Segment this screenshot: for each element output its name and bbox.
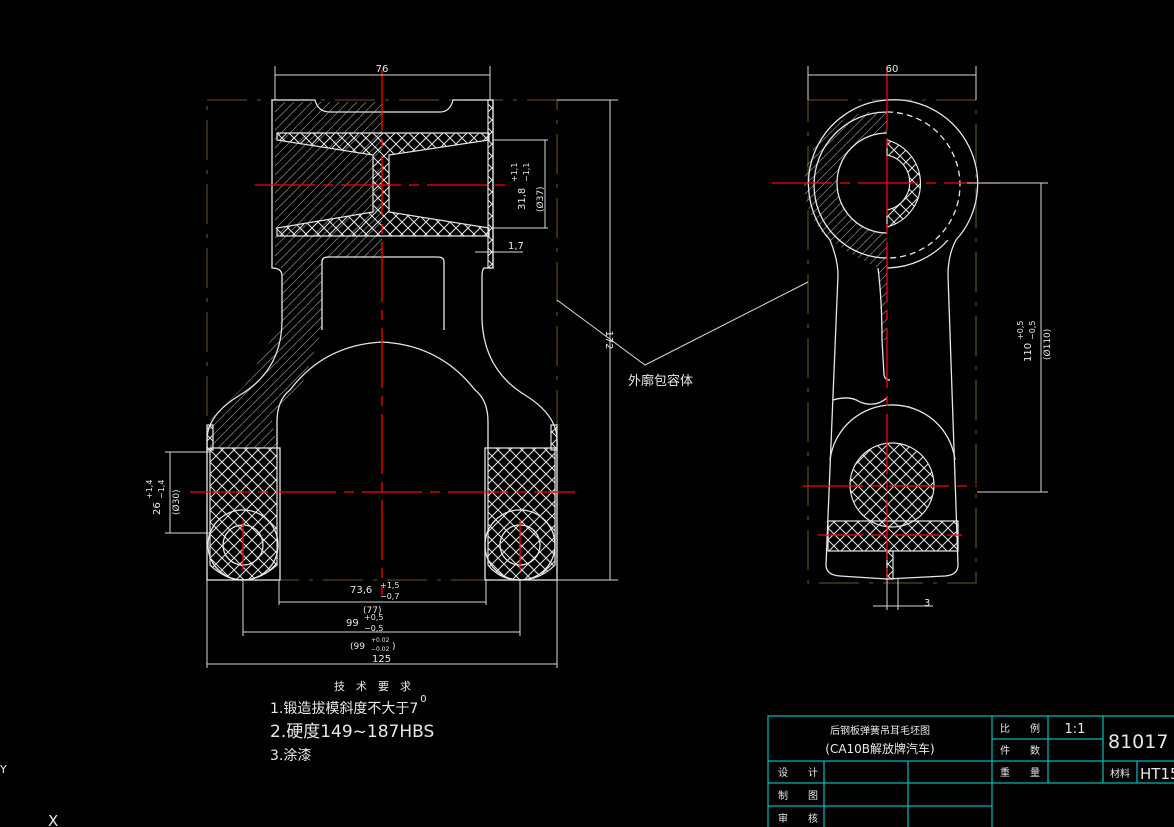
dim-lug: 26 [152, 502, 163, 515]
dim-110: 110 [1023, 343, 1034, 362]
dim-bore-tol-lower: −1,1 [522, 163, 531, 182]
part-name: 后钢板弹簧吊耳毛坯图 [830, 724, 930, 737]
dim-overall: 125 [372, 654, 391, 665]
dim-centers: 99 [346, 618, 359, 629]
qty-label: 件 数 [1000, 744, 1040, 757]
part-outline [206, 99, 558, 581]
scale-label: 比 例 [1000, 722, 1040, 735]
dim-slot: 3 [924, 598, 930, 609]
bore-arc [836, 132, 888, 234]
envelope-frame [206, 99, 558, 581]
review-label: 审 核 [778, 812, 818, 825]
dim-110-tol-lower: −0,5 [1028, 321, 1037, 340]
dim-60: 60 [886, 64, 899, 75]
dim-centers-ref-close: ) [392, 642, 396, 652]
inner-window [321, 256, 445, 330]
drawing-number: 81017 [1108, 731, 1168, 753]
ucs-y-axis-label: Y [0, 763, 7, 776]
dim-bore-ref: (Ø37) [535, 186, 546, 212]
dim-inner: 73,6 [350, 585, 372, 596]
tech-item-1-degree: 0 [420, 694, 426, 705]
tech-item-2: 2.硬度149~187HBS [270, 722, 434, 742]
dim-inner-ref: (77) [363, 606, 381, 616]
title-block-border [767, 715, 1174, 827]
boss-arc-left [813, 111, 888, 259]
dim-110-ref: (Ø110) [1042, 329, 1053, 360]
leader-line [556, 281, 809, 366]
tech-item-3: 3.涂漆 [270, 748, 311, 764]
side-lower-pin-section [849, 442, 935, 528]
ucs-x-axis-label: X [48, 812, 58, 827]
weight-label: 重 量 [1000, 766, 1040, 779]
section-hatch [210, 102, 382, 448]
front-view: 76 172 31,8 +1,1 −1,1 (Ø37) 1,7 26 +1,4 … [145, 64, 618, 668]
title-block: 后钢板弹簧吊耳毛坯图 (CA10B解放牌汽车) 比 例 1:1 件 数 8101… [767, 715, 1174, 827]
dim-centers-tol-upper: +0,5 [364, 613, 383, 622]
dim-bore-tol-upper: +1,1 [510, 163, 519, 182]
dim-centers-ref-tol-upper: +0.02 [371, 637, 390, 644]
side-outline [807, 99, 979, 580]
dim-172: 172 [603, 330, 614, 349]
lug-edge-left [206, 424, 214, 451]
material-label: 材料 [1110, 767, 1130, 780]
scale-value: 1:1 [1065, 722, 1086, 737]
dim-wall: 1,7 [508, 241, 524, 252]
side-view: 60 110 +0,5 −0,5 (Ø110) 3 [772, 64, 1053, 610]
dim-76: 76 [376, 64, 389, 75]
dim-centers-ref-tol-lower: −0.02 [371, 646, 390, 653]
dim-centers-tol-lower: −0,5 [364, 624, 383, 633]
part-subtitle: (CA10B解放牌汽车) [825, 741, 934, 756]
dim-bore: 31,8 [517, 188, 528, 210]
break-line [832, 397, 888, 405]
draw-label: 制 图 [778, 789, 818, 802]
dim-lug-tol-lower: −1,4 [157, 480, 166, 499]
dim-inner-tol-lower: −0,7 [380, 592, 399, 601]
tech-requirements-title: 技 术 要 求 [334, 680, 411, 693]
dim-lug-tol-upper: +1,4 [145, 480, 154, 499]
material-value: HT150 [1140, 765, 1174, 783]
lug-edge-right [550, 424, 558, 451]
boss-arc-hidden [886, 111, 961, 259]
leader-label: 外廓包容体 [628, 373, 693, 389]
dim-inner-tol-upper: +1,5 [380, 581, 399, 590]
lower-boss-arc [829, 404, 956, 461]
boss-lower-arc [886, 239, 949, 269]
dim-centers-ref: (99 [350, 642, 365, 652]
wall-section [487, 99, 494, 269]
side-slot-section [886, 550, 894, 580]
right-lug-section [487, 447, 556, 581]
dim-lug-ref: (Ø30) [171, 489, 182, 515]
dim-110-tol-upper: +0,5 [1016, 321, 1025, 340]
tech-item-1: 1.锻造拔模斜度不大于7 [270, 701, 418, 717]
tech-requirements: 技 术 要 求 1.锻造拔模斜度不大于7 0 2.硬度149~187HBS 3.… [270, 680, 434, 764]
design-label: 设 计 [778, 766, 818, 779]
side-section-hatch [804, 111, 887, 340]
